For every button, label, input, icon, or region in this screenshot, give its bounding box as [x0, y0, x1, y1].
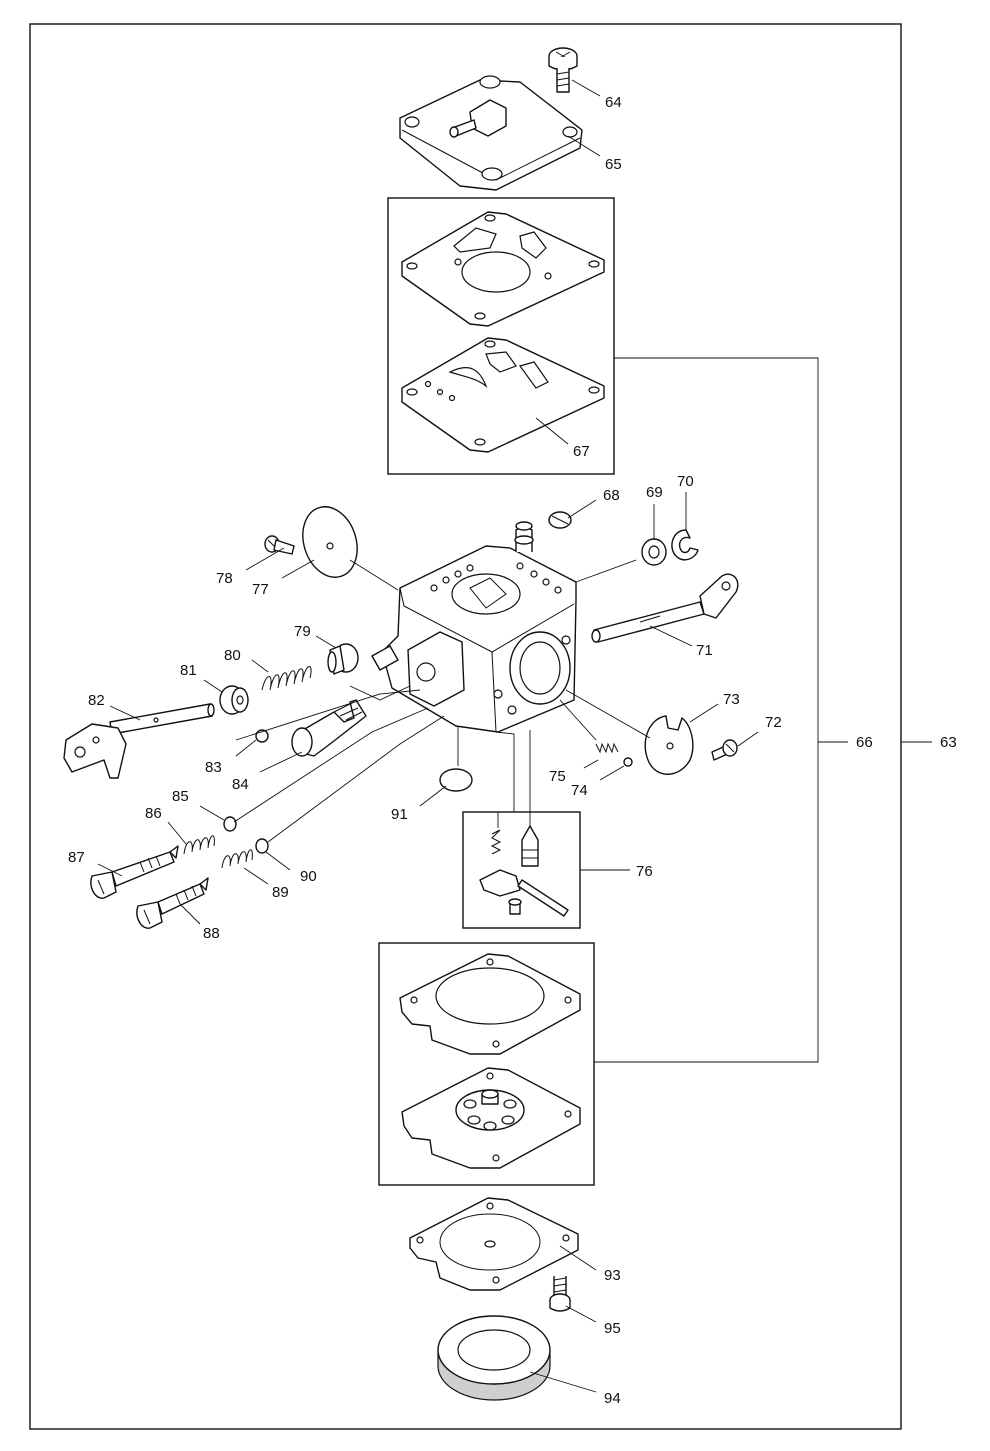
- washer-part-69: [641, 538, 667, 566]
- label-78: 78: [216, 570, 233, 587]
- screw-part-95: [549, 1276, 571, 1312]
- label-85: 85: [172, 788, 189, 805]
- label-91: 91: [391, 806, 408, 823]
- part-number-labels: 64 65 67 68 69 70 71 72 73 74 75 76 77 7…: [68, 94, 957, 1407]
- spring-part-89: [221, 849, 253, 869]
- label-89: 89: [272, 884, 289, 901]
- label-86: 86: [145, 805, 162, 822]
- label-95: 95: [604, 1320, 621, 1337]
- label-66: 66: [856, 734, 873, 751]
- label-71: 71: [696, 642, 713, 659]
- gasket-lower: [399, 953, 581, 1055]
- screw-part-64: [548, 47, 578, 93]
- choke-plate-part-77: [302, 506, 358, 578]
- pump-cover-part-65: [399, 75, 583, 191]
- label-94: 94: [604, 1390, 621, 1407]
- spring-part-80: [261, 666, 312, 691]
- screw-part-78: [264, 535, 295, 555]
- carburetor-body: [371, 545, 577, 733]
- label-84: 84: [232, 776, 249, 793]
- label-65: 65: [605, 156, 622, 173]
- clip-part-70: [671, 529, 699, 561]
- choke-shaft-part-82: [63, 703, 215, 779]
- label-76: 76: [636, 863, 653, 880]
- label-69: 69: [646, 484, 663, 501]
- plug-part-68: [548, 511, 572, 529]
- diaphragm-part-67: [401, 337, 605, 453]
- label-73: 73: [723, 691, 740, 708]
- label-80: 80: [224, 647, 241, 664]
- leader-lines: [97, 79, 759, 1393]
- label-87: 87: [68, 849, 85, 866]
- bushing-part-81: [219, 685, 249, 715]
- spring-part-75: [595, 742, 619, 754]
- throttle-shaft-part-71: [591, 573, 739, 643]
- diaphragm-lower: [401, 1067, 581, 1169]
- fuel-nipple: [514, 521, 534, 552]
- label-93: 93: [604, 1267, 621, 1284]
- kit-box-67: [387, 197, 615, 475]
- needle-part-88: [136, 877, 209, 929]
- throttle-plate-part-73: [644, 715, 694, 775]
- kit-box-lower: [378, 942, 595, 1186]
- label-70: 70: [677, 473, 694, 490]
- piston-part-79: [327, 643, 359, 675]
- oring-part-85: [223, 816, 237, 832]
- label-77: 77: [252, 581, 269, 598]
- outer-frame: [29, 23, 902, 1430]
- label-68: 68: [603, 487, 620, 504]
- inlet-needle-kit-part-76: [479, 825, 569, 917]
- label-79: 79: [294, 623, 311, 640]
- needle-part-87: [90, 845, 179, 899]
- label-64: 64: [605, 94, 622, 111]
- label-75: 75: [549, 768, 566, 785]
- label-83: 83: [205, 759, 222, 776]
- spring-part-86: [183, 835, 215, 855]
- label-63: 63: [940, 734, 957, 751]
- label-81: 81: [180, 662, 197, 679]
- filter-ring-part-94: [437, 1315, 551, 1401]
- label-88: 88: [203, 925, 220, 942]
- label-90: 90: [300, 868, 317, 885]
- label-67: 67: [573, 443, 590, 460]
- disc-part-91: [439, 768, 473, 792]
- bracket-66: [580, 357, 848, 1063]
- label-72: 72: [765, 714, 782, 731]
- oring-part-90: [255, 838, 269, 854]
- cover-part-93: [409, 1197, 579, 1291]
- label-82: 82: [88, 692, 105, 709]
- ball-part-74: [623, 757, 633, 767]
- screw-part-72: [711, 739, 738, 761]
- label-74: 74: [571, 782, 588, 799]
- lever-part-84: [291, 699, 367, 757]
- gasket-top: [401, 211, 605, 327]
